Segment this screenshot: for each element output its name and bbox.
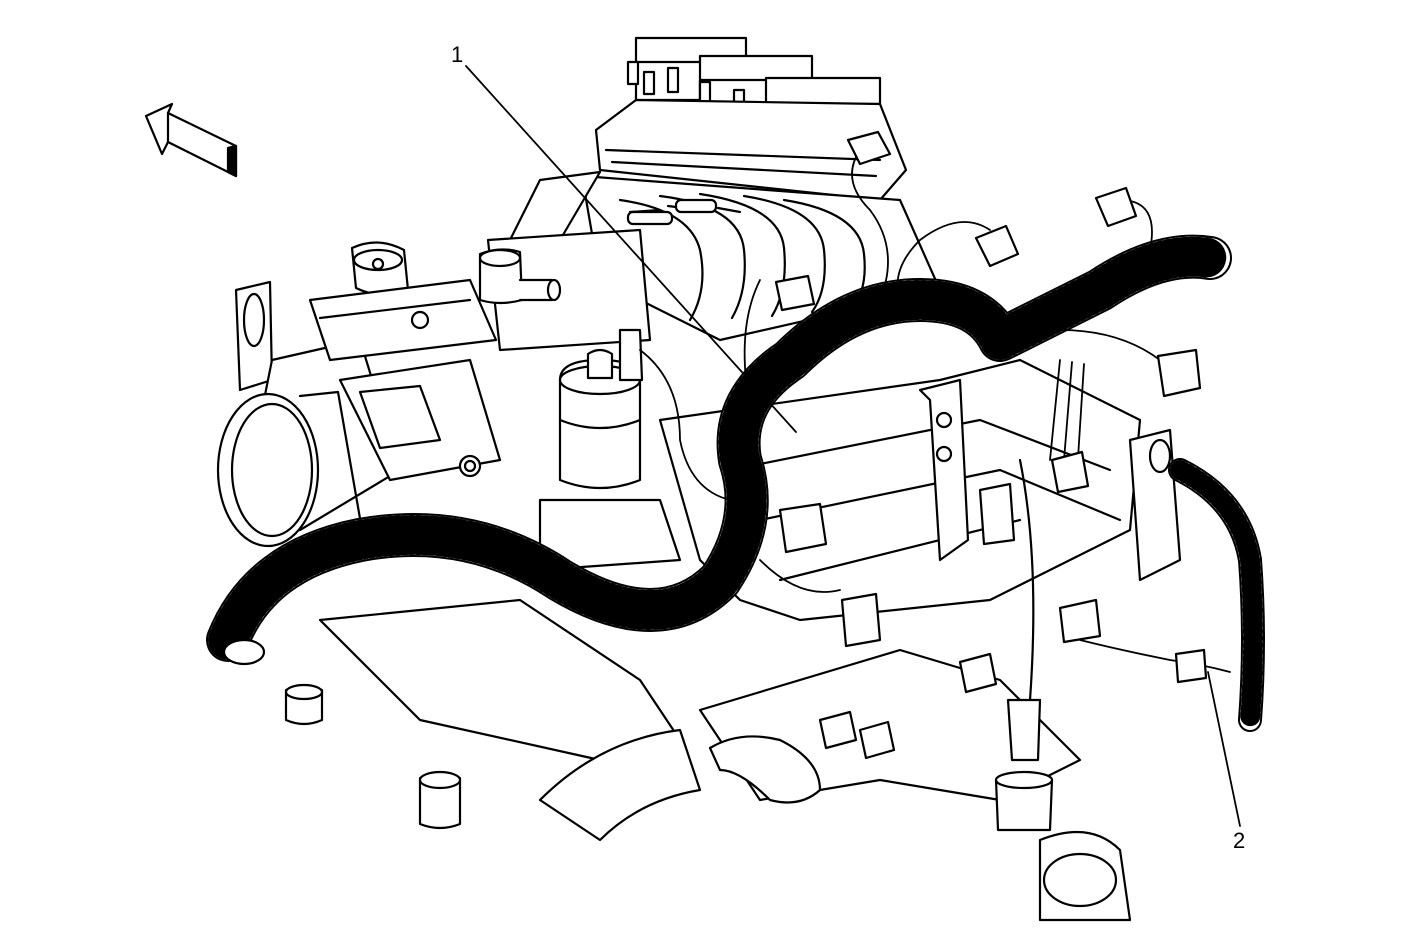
leader-line-2 [1207, 671, 1241, 827]
leader-lines [465, 65, 1241, 827]
ignition-coil-pack [594, 36, 908, 202]
callout-label-1: 1 [451, 42, 464, 67]
sensor-connectors [774, 130, 1208, 684]
sensor-wires [639, 149, 1231, 673]
arrow-up-left-icon [144, 102, 238, 178]
callout-label-2: 2 [1233, 828, 1246, 853]
throttle-body [216, 241, 502, 548]
intake-manifold [478, 170, 942, 352]
engine-block [284, 358, 1182, 830]
leader-line-1 [465, 65, 797, 433]
oxygen-sensor [994, 458, 1054, 832]
egr-valve [538, 328, 682, 572]
wiring-harness-conduit [206, 234, 1265, 732]
exhaust-manifold [538, 648, 1132, 922]
